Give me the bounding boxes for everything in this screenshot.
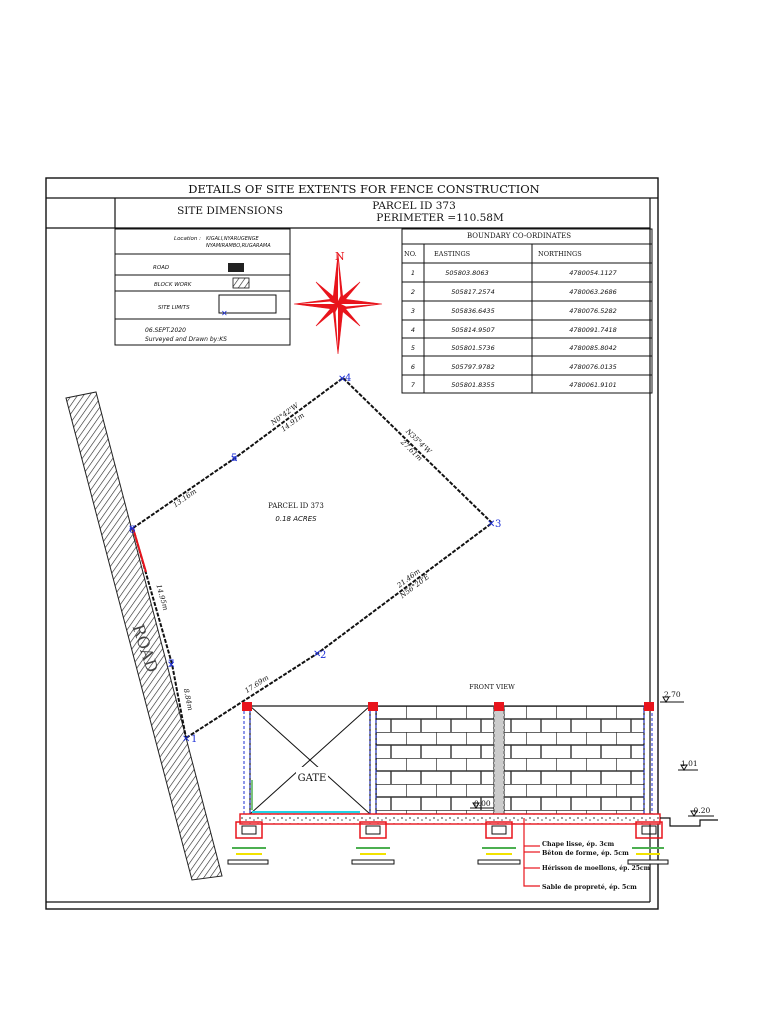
- coords-row-easting: 505814.9507: [451, 326, 495, 334]
- legend-location-line2: NYAMIRAMBO,RUGARAMA: [206, 243, 271, 249]
- coords-row-northing: 4780085.8042: [569, 344, 617, 352]
- legend-date: 06.SEPT.2020: [145, 327, 186, 334]
- note-beton: Bêton de forme, ép. 5cm: [542, 850, 629, 857]
- legend-sitelimits-label: SITE LIMITS: [158, 305, 190, 311]
- parcel-area: 0.18 ACRES: [275, 515, 317, 523]
- front-view-elevation: GATE: [227, 702, 718, 865]
- point-marker: ✕: [128, 524, 136, 535]
- point-label: 3: [495, 519, 501, 530]
- parcel-point: ✕ 6: [128, 524, 136, 536]
- note-herisson: Hérisson de moellons, ép. 25cm: [542, 865, 650, 872]
- level-top: 2.70: [664, 690, 681, 699]
- coords-row-no: 4: [411, 326, 415, 334]
- coords-row-no: 6: [411, 363, 415, 371]
- coords-row-easting: 505801.5736: [451, 344, 494, 352]
- point-marker: ✕: [182, 734, 190, 745]
- coords-row-northing: 4780091.7418: [569, 326, 617, 334]
- parcel-point: ✕ 4: [338, 373, 351, 385]
- sitelimits-swatch: [218, 294, 277, 314]
- point-label: 7: [168, 659, 174, 670]
- coords-row-northing: 4780054.1127: [569, 269, 617, 277]
- legend-location-label: Location :: [174, 236, 201, 242]
- north-label: N: [335, 250, 345, 263]
- coords-row-northing: 4780076.0135: [569, 363, 617, 371]
- coords-row-northing: 4780061.9101: [569, 381, 617, 389]
- point-marker: ✕: [230, 454, 238, 465]
- parcel-point: ✕ 2: [313, 649, 326, 661]
- road-strip: ROAD: [65, 391, 223, 881]
- parcel-point: ✕ 1: [182, 734, 197, 745]
- parcel-point: ✕ 3: [487, 519, 501, 530]
- coords-row-no: 2: [411, 288, 415, 296]
- block-wall: [503, 705, 645, 815]
- perimeter-header: PERIMETER =110.58M: [376, 212, 504, 224]
- footing: [477, 821, 521, 865]
- pillar-cap: [242, 702, 252, 711]
- coords-row-northing: 4780063.2686: [569, 288, 617, 296]
- coords-row-easting: 505817.2574: [451, 288, 494, 296]
- boundary-annotations: 17.69m 21.46m N56°20'E 27.61m N35°4'W 14…: [154, 401, 433, 711]
- coordinates-table: BOUNDARY CO-ORDINATES NO. EASTINGS NORTH…: [401, 228, 653, 394]
- note-chape: Chape lisse, ép. 3cm: [542, 841, 615, 848]
- footing: [351, 821, 395, 865]
- blockwork-swatch: [232, 277, 250, 289]
- parcel-point: ✕ 7: [167, 659, 175, 671]
- coords-row-no: 5: [411, 344, 415, 352]
- gate-label: GATE: [298, 773, 327, 784]
- block-wall: [375, 705, 495, 815]
- length-p7-p1: 8.84m: [182, 688, 195, 712]
- sitelimits-swatch-marker: ✕: [221, 309, 228, 318]
- coords-row-no: 1: [411, 269, 415, 277]
- coords-row-easting: 505803.8063: [445, 269, 488, 277]
- coords-header-no: NO.: [404, 250, 417, 258]
- construction-notes: Chape lisse, ép. 3cm Bêton de forme, ép.…: [523, 818, 650, 891]
- pillar-cap: [494, 702, 504, 711]
- coords-row-northing: 4780076.5282: [569, 307, 617, 315]
- point-label: 5: [231, 453, 237, 464]
- drawing-frame: [45, 177, 659, 910]
- footing: [627, 821, 669, 865]
- parcel-id-header: PARCEL ID 373: [372, 200, 456, 212]
- drawing-title: DETAILS OF SITE EXTENTS FOR FENCE CONSTR…: [188, 182, 540, 196]
- road-swatch: [228, 263, 244, 272]
- point-label: 2: [320, 650, 326, 661]
- drawing-subtitle: SITE DIMENSIONS: [177, 205, 283, 217]
- point-label: 4: [345, 373, 351, 384]
- legend-box: Location : KIGALI,NYARUGENGE NYAMIRAMBO,…: [114, 228, 291, 346]
- coords-row-no: 7: [411, 381, 416, 389]
- level-mid: 1.01: [681, 759, 698, 768]
- point-label: 1: [191, 734, 197, 745]
- coords-title: BOUNDARY CO-ORDINATES: [467, 232, 571, 240]
- parcel-boundary: [132, 376, 494, 739]
- legend-location-line1: KIGALI,NYARUGENGE: [206, 236, 260, 242]
- front-view-title: FRONT VIEW: [469, 683, 515, 691]
- legend-credit: Surveyed and Drawn by:KS: [145, 336, 227, 343]
- footing: [227, 821, 269, 865]
- pillar-cap: [368, 702, 378, 711]
- coords-row-easting: 505836.6435: [451, 307, 494, 315]
- coords-header-northings: NORTHINGS: [538, 250, 582, 258]
- legend-blockwork-label: BLOCK WORK: [154, 282, 192, 288]
- coords-row-no: 3: [411, 307, 415, 315]
- parcel-center-label: PARCEL ID 373: [268, 502, 324, 510]
- point-marker: ✕: [338, 374, 346, 385]
- point-marker: ✕: [313, 649, 321, 660]
- note-sable: Sable de propreté, ép. 5cm: [542, 884, 637, 891]
- point-marker: ✕: [487, 519, 495, 530]
- level-zero: 0.00: [474, 799, 491, 808]
- north-arrow: N: [293, 250, 383, 355]
- pillar-cap: [644, 702, 654, 711]
- point-marker: ✕: [167, 660, 175, 671]
- level-markers: 2.70 1.01 0.00 -0.20: [470, 690, 714, 817]
- legend-road-label: ROAD: [153, 265, 169, 271]
- coords-row-easting: 505797.9782: [451, 363, 494, 371]
- coords-row-easting: 505801.8355: [451, 381, 494, 389]
- parcel-point: ✕ 5: [230, 453, 238, 465]
- level-ground: -0.20: [691, 806, 710, 815]
- point-label: 6: [129, 525, 135, 536]
- coords-header-eastings: EASTINGS: [434, 250, 470, 258]
